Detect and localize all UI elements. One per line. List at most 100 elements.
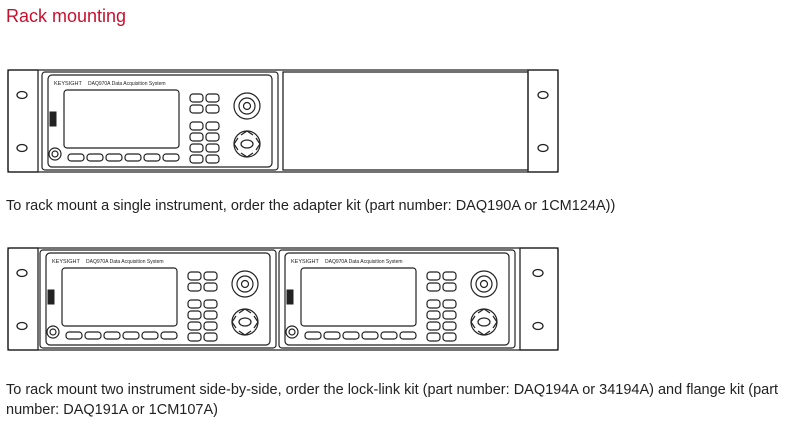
front-key-button <box>426 299 441 309</box>
softkey-button <box>141 331 159 340</box>
dual-instrument-caption: To rack mount two instrument side-by-sid… <box>6 382 779 418</box>
rack-hole-icon <box>16 268 28 278</box>
softkey-button <box>399 331 417 340</box>
instrument-body <box>39 249 277 349</box>
front-key-button <box>442 299 457 309</box>
front-key-button <box>187 332 202 342</box>
power-button-inner <box>288 328 296 336</box>
front-key-button <box>205 121 220 131</box>
front-key-button <box>189 132 204 142</box>
rotary-knob-icon <box>231 270 259 298</box>
left-rack-ear <box>7 247 39 351</box>
arrow-keys-center <box>238 317 252 327</box>
front-key-button <box>205 132 220 142</box>
front-key-button <box>203 310 218 320</box>
usb-port-icon <box>286 289 294 305</box>
rotary-knob-ring <box>236 275 254 293</box>
front-key-button <box>187 310 202 320</box>
arrow-glyphs <box>231 308 259 336</box>
front-key-button <box>205 104 220 114</box>
display-screen <box>300 267 417 327</box>
arrow-keys-center <box>477 317 491 327</box>
brand-label: KEYSIGHT <box>291 259 319 265</box>
front-key-button <box>189 121 204 131</box>
front-key-button <box>442 321 457 331</box>
rotary-knob-center <box>242 101 252 111</box>
display-screen <box>61 267 178 327</box>
model-label: DAQ970A Data Acquisition System <box>88 81 166 87</box>
model-label: DAQ970A Data Acquisition System <box>325 259 403 265</box>
softkey-button <box>162 153 180 162</box>
power-button-icon <box>46 325 60 339</box>
arrow-keys-icon <box>470 308 498 336</box>
softkey-button <box>86 153 104 162</box>
front-key-button <box>189 154 204 164</box>
bezel <box>45 252 271 346</box>
softkey-button <box>103 331 121 340</box>
bezel <box>47 74 273 168</box>
instrument-body <box>278 249 516 349</box>
front-key-button <box>187 271 202 281</box>
softkey-button <box>380 331 398 340</box>
front-key-button <box>205 154 220 164</box>
front-key-button <box>442 282 457 292</box>
softkey-button <box>361 331 379 340</box>
brand-label: KEYSIGHT <box>54 81 82 87</box>
rotary-knob-ring <box>475 275 493 293</box>
front-key-button <box>203 332 218 342</box>
rotary-knob-icon <box>470 270 498 298</box>
front-key-button <box>203 321 218 331</box>
front-key-button <box>426 321 441 331</box>
arrow-keys-icon <box>233 130 261 158</box>
bezel <box>284 252 510 346</box>
softkey-button <box>342 331 360 340</box>
rack-hole-icon <box>16 321 28 331</box>
usb-port-icon <box>49 111 57 127</box>
rotary-knob-icon <box>233 92 261 120</box>
front-key-button <box>442 310 457 320</box>
front-key-button <box>426 310 441 320</box>
front-key-button <box>426 282 441 292</box>
power-button-icon <box>48 147 62 161</box>
power-button-icon <box>285 325 299 339</box>
softkey-button <box>143 153 161 162</box>
front-key-button <box>189 104 204 114</box>
rotary-knob-center <box>240 279 250 289</box>
usb-port-icon <box>47 289 55 305</box>
softkey-button <box>67 153 85 162</box>
front-key-button <box>426 271 441 281</box>
front-key-button <box>442 271 457 281</box>
front-key-button <box>205 93 220 103</box>
softkey-button <box>124 153 142 162</box>
front-key-button <box>187 299 202 309</box>
front-key-button <box>203 271 218 281</box>
rack-hole-icon <box>537 143 549 153</box>
instrument-front-panel: KEYSIGHT DAQ970A Data Acquisition System <box>39 249 277 349</box>
rack-hole-icon <box>532 321 544 331</box>
instrument-body <box>41 71 279 171</box>
front-key-button <box>203 282 218 292</box>
model-label: DAQ970A Data Acquisition System <box>86 259 164 265</box>
single-instrument-caption: To rack mount a single instrument, order… <box>6 198 616 214</box>
rotary-knob-center <box>479 279 489 289</box>
arrow-glyphs <box>470 308 498 336</box>
arrow-glyphs <box>233 130 261 158</box>
power-button-inner <box>51 150 59 158</box>
rack-hole-icon <box>16 90 28 100</box>
power-button-inner <box>49 328 57 336</box>
single-rack-illustration: KEYSIGHT DAQ970A Data Acquisition System <box>7 69 559 173</box>
right-rack-ear <box>519 247 559 351</box>
softkey-button <box>84 331 102 340</box>
front-key-button <box>189 143 204 153</box>
softkey-button <box>323 331 341 340</box>
left-rack-ear <box>7 69 39 173</box>
softkey-button <box>105 153 123 162</box>
brand-label: KEYSIGHT <box>52 259 80 265</box>
front-key-button <box>442 332 457 342</box>
front-key-button <box>205 143 220 153</box>
rack-hole-icon <box>537 90 549 100</box>
arrow-keys-icon <box>231 308 259 336</box>
arrow-keys-center <box>240 139 254 149</box>
front-key-button <box>189 93 204 103</box>
